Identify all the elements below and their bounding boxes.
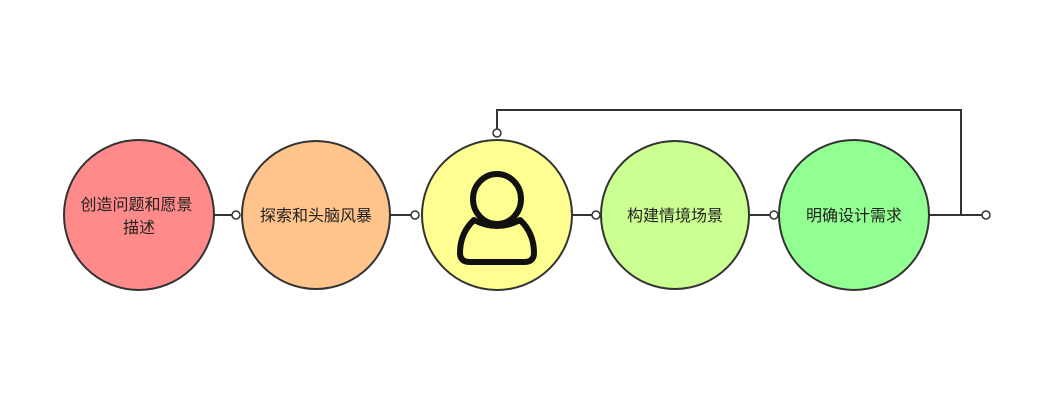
ports	[231, 128, 991, 220]
port-step3-in	[410, 210, 420, 220]
port-end	[981, 210, 991, 220]
node-step3	[421, 139, 573, 291]
node-step2-label: 探索和头脑风暴	[260, 206, 372, 225]
node-step5-circle	[778, 139, 930, 291]
connectors	[214, 109, 986, 216]
node-step2-circle	[241, 140, 391, 290]
node-step2-label-line1: 探索和头脑风暴	[260, 206, 372, 225]
port-step3-top	[492, 128, 502, 138]
port-step2-in	[231, 210, 241, 220]
node-step4-circle	[600, 140, 750, 290]
node-step1: 创造问题和愿景 描述	[63, 139, 215, 291]
node-step5: 明确设计需求	[778, 139, 930, 291]
port-step4-in	[591, 210, 601, 220]
node-step5-label: 明确设计需求	[806, 206, 902, 225]
node-step4-label: 构建情境场景	[627, 206, 723, 225]
node-step1-label-line2: 描述	[123, 218, 155, 237]
node-step3-circle	[421, 139, 573, 291]
node-step1-label: 创造问题和愿景 描述	[80, 195, 197, 237]
node-step1-label-line1: 创造问题和愿景	[80, 195, 192, 214]
node-step2: 探索和头脑风暴	[241, 140, 391, 290]
user-icon	[457, 171, 537, 265]
feedback-loop-line	[496, 109, 962, 215]
node-step4: 构建情境场景	[600, 140, 750, 290]
node-step1-circle	[63, 139, 215, 291]
node-step4-label-line1: 构建情境场景	[627, 206, 723, 225]
port-step5-in	[769, 210, 779, 220]
node-step5-label-line1: 明确设计需求	[806, 206, 902, 225]
